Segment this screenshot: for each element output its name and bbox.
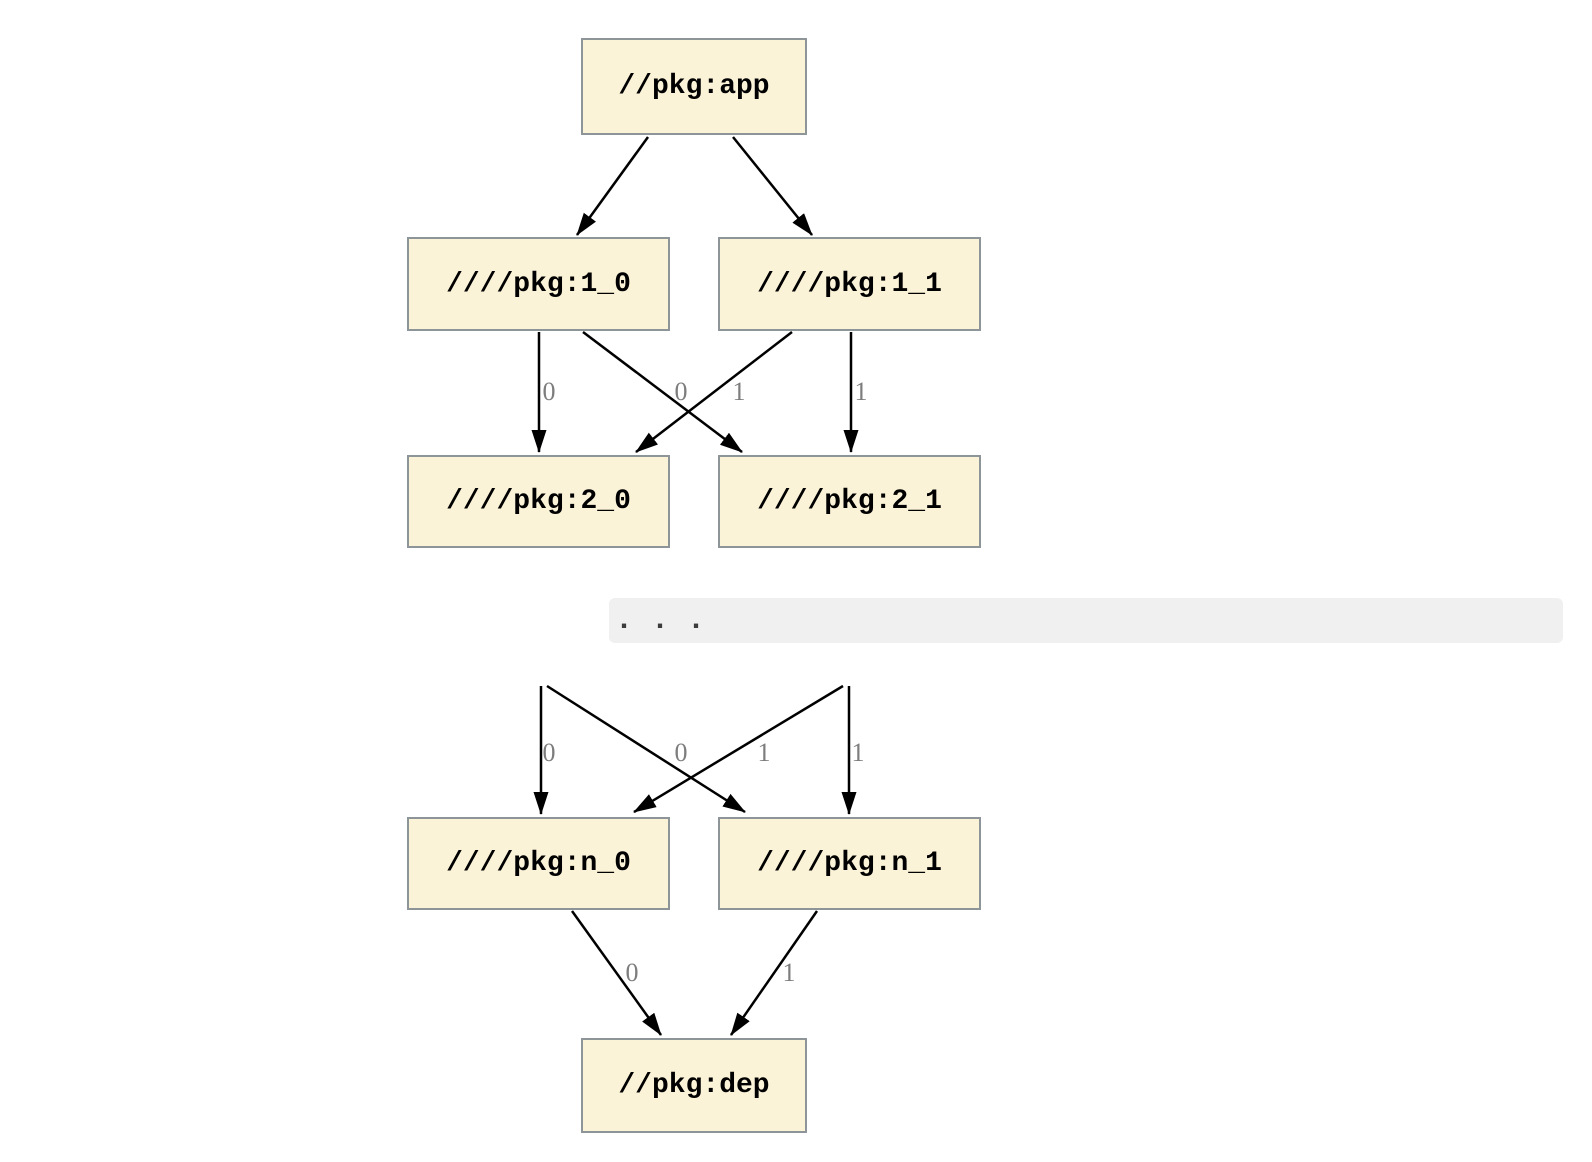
node-pkg-1-1: ////pkg:1_1 [718, 237, 981, 331]
node-pkg-dep: //pkg:dep [581, 1038, 807, 1133]
edge-app-to-1_1 [732, 136, 813, 236]
edge-n_0-to-dep [570, 910, 663, 1036]
edge-label-elided_1-to-n_1: 1 [852, 738, 865, 767]
elided-rows-bar: . . . [609, 598, 1563, 643]
edge-label-elided_0-to-n_0: 0 [543, 738, 556, 767]
node-pkg-2-0: ////pkg:2_0 [407, 455, 670, 548]
edge-app-to-1_0 [575, 136, 650, 236]
edge-elided_1-to-n_0 [633, 684, 844, 814]
node-pkg-1-0: ////pkg:1_0 [407, 237, 670, 331]
edge-label-elided_1-to-n_0: 0 [675, 738, 688, 767]
edge-label-1_0-to-2_0: 0 [543, 377, 556, 406]
edge-label-1_1-to-2_0: 0 [675, 377, 688, 406]
edge-elided_0-to-n_1 [546, 684, 746, 814]
edge-label-n_1-to-dep: 1 [783, 958, 796, 987]
node-pkg-2-1: ////pkg:2_1 [718, 455, 981, 548]
node-pkg-app: //pkg:app [581, 38, 807, 135]
node-pkg-n-0: ////pkg:n_0 [407, 817, 670, 910]
edge-1_0-to-2_1 [582, 331, 743, 453]
edge-label-n_0-to-dep: 0 [626, 958, 639, 987]
edge-n_1-to-dep [729, 910, 819, 1036]
edge-label-1_0-to-2_1: 1 [733, 377, 746, 406]
edge-label-1_1-to-2_1: 1 [855, 377, 868, 406]
edge-label-elided_0-to-n_1: 1 [758, 738, 771, 767]
edge-1_1-to-2_0 [635, 331, 793, 453]
node-pkg-n-1: ////pkg:n_1 [718, 817, 981, 910]
